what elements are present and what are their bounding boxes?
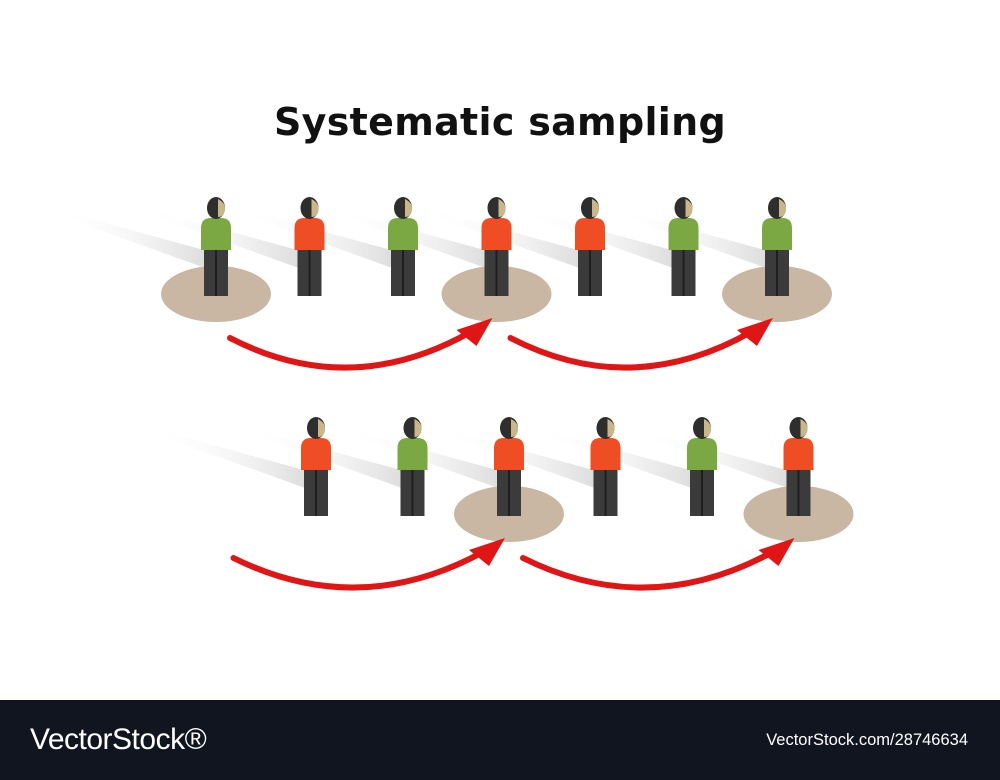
leg-gap xyxy=(682,250,685,296)
page-title: Systematic sampling xyxy=(274,100,726,144)
person-face xyxy=(704,419,712,437)
person-torso xyxy=(783,438,814,470)
person-face xyxy=(218,199,226,217)
person-shadow xyxy=(632,428,805,494)
person-shadow xyxy=(150,428,322,494)
sampling-diagram xyxy=(50,197,854,591)
leg-gap xyxy=(797,470,800,516)
person-torso xyxy=(201,218,231,250)
leg-gap xyxy=(589,250,591,296)
person-face xyxy=(511,419,519,437)
sampling-interval-arrow xyxy=(230,549,486,591)
person-torso xyxy=(481,218,512,250)
leg-gap xyxy=(315,470,317,516)
person-figure xyxy=(294,197,325,296)
sampling-interval-arrow xyxy=(520,549,776,591)
image-id-text: VectorStock.com/28746634 xyxy=(766,730,968,749)
person-figure-selected xyxy=(481,197,512,296)
person-figure xyxy=(575,197,605,296)
leg-gap xyxy=(402,250,404,296)
leg-gap xyxy=(604,470,607,516)
person-torso xyxy=(494,438,524,470)
person-figure-selected xyxy=(494,417,524,516)
person-figure-selected xyxy=(783,417,814,516)
person-face xyxy=(405,199,413,217)
leg-gap xyxy=(701,470,703,516)
person-shadow xyxy=(50,208,222,274)
person-figure xyxy=(687,417,717,516)
people-layer xyxy=(201,197,814,516)
person-shadow xyxy=(439,428,612,494)
person-face xyxy=(498,199,506,217)
person-torso xyxy=(590,438,621,470)
person-shadow xyxy=(343,428,515,494)
person-figure-selected xyxy=(762,197,792,296)
person-figure xyxy=(388,197,418,296)
watermark-footer: VectorStock® VectorStock.com/28746634 xyxy=(0,700,1000,780)
person-torso xyxy=(294,218,325,250)
leg-gap xyxy=(495,250,498,296)
diagram-canvas: Systematic sampling xyxy=(50,100,854,591)
arrow-layer xyxy=(227,318,795,591)
person-torso xyxy=(397,438,428,470)
vectorstock-logo: VectorStock® xyxy=(30,723,207,756)
person-face xyxy=(311,199,319,217)
arrow-head xyxy=(456,318,493,346)
person-figure xyxy=(668,197,699,296)
person-shadow xyxy=(246,428,419,494)
person-torso xyxy=(668,218,699,250)
person-figure xyxy=(397,417,428,516)
arrow-head xyxy=(469,538,505,566)
person-face xyxy=(685,199,693,217)
sampling-interval-arrow xyxy=(227,329,474,371)
person-torso xyxy=(388,218,418,250)
person-face xyxy=(592,199,600,217)
person-figure-selected xyxy=(201,197,231,296)
leg-gap xyxy=(308,250,311,296)
person-torso xyxy=(762,218,792,250)
person-face xyxy=(607,419,615,437)
person-torso xyxy=(687,438,717,470)
arrow-head xyxy=(758,538,795,566)
person-face xyxy=(800,419,808,437)
person-shadow xyxy=(536,428,708,494)
person-face xyxy=(318,419,326,437)
person-face xyxy=(779,199,787,217)
leg-gap xyxy=(215,250,217,296)
person-face xyxy=(414,419,422,437)
person-torso xyxy=(575,218,605,250)
person-figure xyxy=(301,417,331,516)
person-torso xyxy=(301,438,331,470)
sampling-interval-arrow xyxy=(507,329,754,371)
leg-gap xyxy=(508,470,510,516)
person-figure xyxy=(590,417,621,516)
arrow-head xyxy=(737,318,773,346)
leg-gap xyxy=(776,250,778,296)
leg-gap xyxy=(411,470,414,516)
